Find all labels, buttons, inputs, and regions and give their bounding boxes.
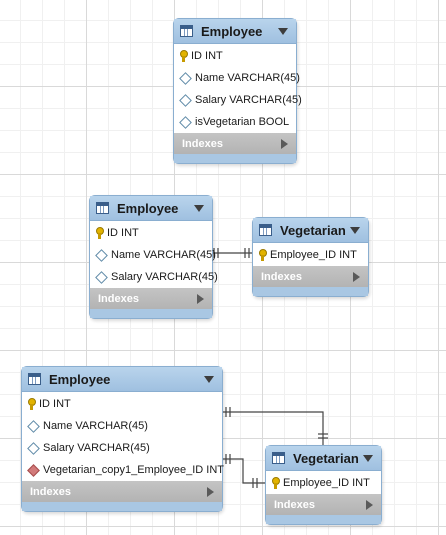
column-list: Employee_ID INT [266,471,381,494]
collapse-arrow-icon[interactable] [278,27,288,35]
table-header[interactable]: Employee [90,196,212,221]
column-label: Name VARCHAR(45) [43,420,148,432]
employee-table-3[interactable]: Employee ID INT Name VARCHAR(45) Salary … [21,366,224,512]
table-icon [28,373,41,385]
indexes-section[interactable]: Indexes [174,133,296,154]
column-row[interactable]: Salary VARCHAR(45) [174,89,302,111]
expand-arrow-icon[interactable] [197,293,204,304]
column-row[interactable]: Name VARCHAR(45) [174,67,300,89]
indexes-label: Indexes [274,498,315,511]
relationship-employee-vegetarian-2a [221,407,328,446]
column-diamond-icon [179,93,192,107]
table-footer [22,502,222,511]
table-header[interactable]: Vegetarian [266,446,381,471]
table-footer [174,154,296,163]
column-list: ID INT Name VARCHAR(45) Salary VARCHAR(4… [90,221,218,288]
column-label: Employee_ID INT [283,477,370,489]
column-label: isVegetarian BOOL [195,116,290,128]
column-row[interactable]: isVegetarian BOOL [174,111,296,133]
expand-arrow-icon[interactable] [366,499,373,510]
column-row[interactable]: Name VARCHAR(45) [22,415,222,437]
expand-arrow-icon[interactable] [281,138,288,149]
column-diamond-icon [95,270,108,284]
table-footer [253,287,368,296]
relationship-employee-vegetarian-1 [211,248,253,258]
primary-key-icon [179,50,189,62]
column-list: ID INT Name VARCHAR(45) Salary VARCHAR(4… [22,392,224,481]
column-row[interactable]: ID INT [22,393,222,415]
column-label: ID INT [107,227,139,239]
indexes-section[interactable]: Indexes [253,266,368,287]
column-diamond-icon [27,441,40,455]
column-list: Employee_ID INT [253,243,368,266]
table-icon [96,202,109,214]
foreign-key-diamond-icon [27,463,40,477]
column-diamond-icon [179,115,192,129]
table-icon [180,25,193,37]
employee-table-2[interactable]: Employee ID INT Name VARCHAR(45) Salary … [89,195,218,319]
collapse-arrow-icon[interactable] [363,454,373,462]
vegetarian-table-1[interactable]: Vegetarian Employee_ID INT Indexes [252,217,369,297]
column-label: Vegetarian_copy1_Employee_ID INT [43,464,224,476]
table-footer [90,309,212,318]
relationship-employee-vegetarian-2b [221,454,265,488]
vegetarian-table-2[interactable]: Vegetarian Employee_ID INT Indexes [265,445,382,525]
column-row[interactable]: ID INT [90,222,212,244]
column-label: ID INT [39,398,71,410]
table-icon [259,224,272,236]
table-title: Vegetarian [293,450,359,466]
column-diamond-icon [179,71,192,85]
table-title: Vegetarian [280,222,346,238]
indexes-label: Indexes [261,270,302,283]
column-diamond-icon [27,419,40,433]
column-row[interactable]: Salary VARCHAR(45) [22,437,222,459]
column-row[interactable]: Name VARCHAR(45) [90,244,216,266]
column-label: Salary VARCHAR(45) [111,271,218,283]
primary-key-icon [271,477,281,489]
table-title: Employee [49,371,111,387]
column-label: Employee_ID INT [270,249,357,261]
table-header[interactable]: Employee [174,19,296,44]
column-row[interactable]: Salary VARCHAR(45) [90,266,218,288]
column-label: Name VARCHAR(45) [111,249,216,261]
column-label: Salary VARCHAR(45) [195,94,302,106]
table-footer [266,515,381,524]
column-diamond-icon [95,248,108,262]
primary-key-icon [27,398,37,410]
column-list: ID INT Name VARCHAR(45) Salary VARCHAR(4… [174,44,302,133]
table-title: Employee [201,23,263,39]
expand-arrow-icon[interactable] [353,271,360,282]
collapse-arrow-icon[interactable] [194,204,204,212]
table-title: Employee [117,200,179,216]
column-row[interactable]: ID INT [174,45,296,67]
column-row[interactable]: Vegetarian_copy1_Employee_ID INT [22,459,224,481]
indexes-section[interactable]: Indexes [266,494,381,515]
expand-arrow-icon[interactable] [207,486,214,497]
table-header[interactable]: Employee [22,367,222,392]
collapse-arrow-icon[interactable] [350,226,360,234]
indexes-label: Indexes [30,485,71,498]
primary-key-icon [95,227,105,239]
column-row[interactable]: Employee_ID INT [266,472,381,494]
indexes-label: Indexes [98,292,139,305]
column-row[interactable]: Employee_ID INT [253,244,368,266]
employee-table-1[interactable]: Employee ID INT Name VARCHAR(45) Salary … [173,18,302,164]
column-label: Name VARCHAR(45) [195,72,300,84]
collapse-arrow-icon[interactable] [204,375,214,383]
table-header[interactable]: Vegetarian [253,218,368,243]
indexes-label: Indexes [182,137,223,150]
primary-key-icon [258,249,268,261]
table-icon [272,452,285,464]
indexes-section[interactable]: Indexes [90,288,212,309]
column-label: Salary VARCHAR(45) [43,442,150,454]
column-label: ID INT [191,50,223,62]
indexes-section[interactable]: Indexes [22,481,222,502]
